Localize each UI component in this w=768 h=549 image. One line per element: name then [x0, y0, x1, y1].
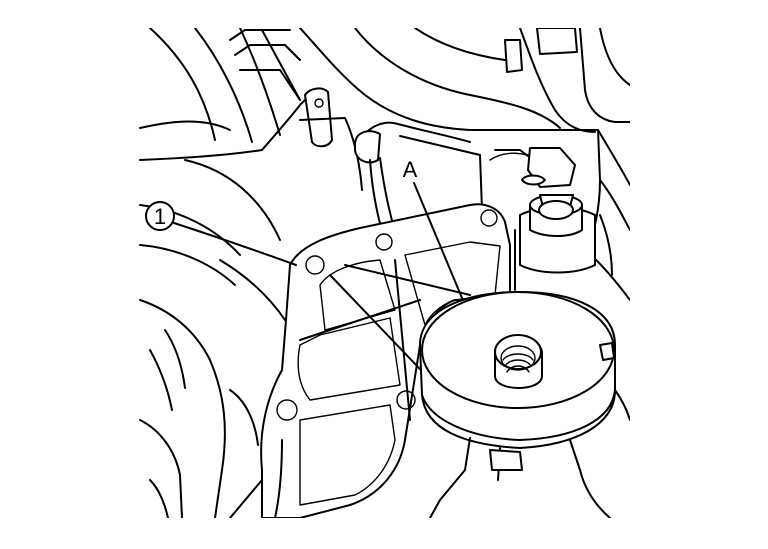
callout-a-leader — [413, 182, 463, 299]
mount-bolt — [514, 194, 613, 291]
lower-left-housing — [139, 259, 286, 518]
left-bracket — [139, 87, 363, 286]
mount-bracket-plate — [229, 203, 511, 518]
engine-assembly-drawing — [139, 28, 630, 518]
callout-a: A — [398, 155, 463, 299]
engine-mount-insulator — [419, 291, 630, 518]
callout-1-circle — [145, 201, 175, 231]
callout-1-label: 1 — [154, 204, 166, 229]
callout-1: 1 — [145, 201, 297, 266]
callout-a-label: A — [403, 157, 418, 182]
callout-1-leader — [173, 222, 297, 266]
upper-housing-lines — [149, 28, 630, 143]
callout-a-background — [398, 155, 422, 181]
